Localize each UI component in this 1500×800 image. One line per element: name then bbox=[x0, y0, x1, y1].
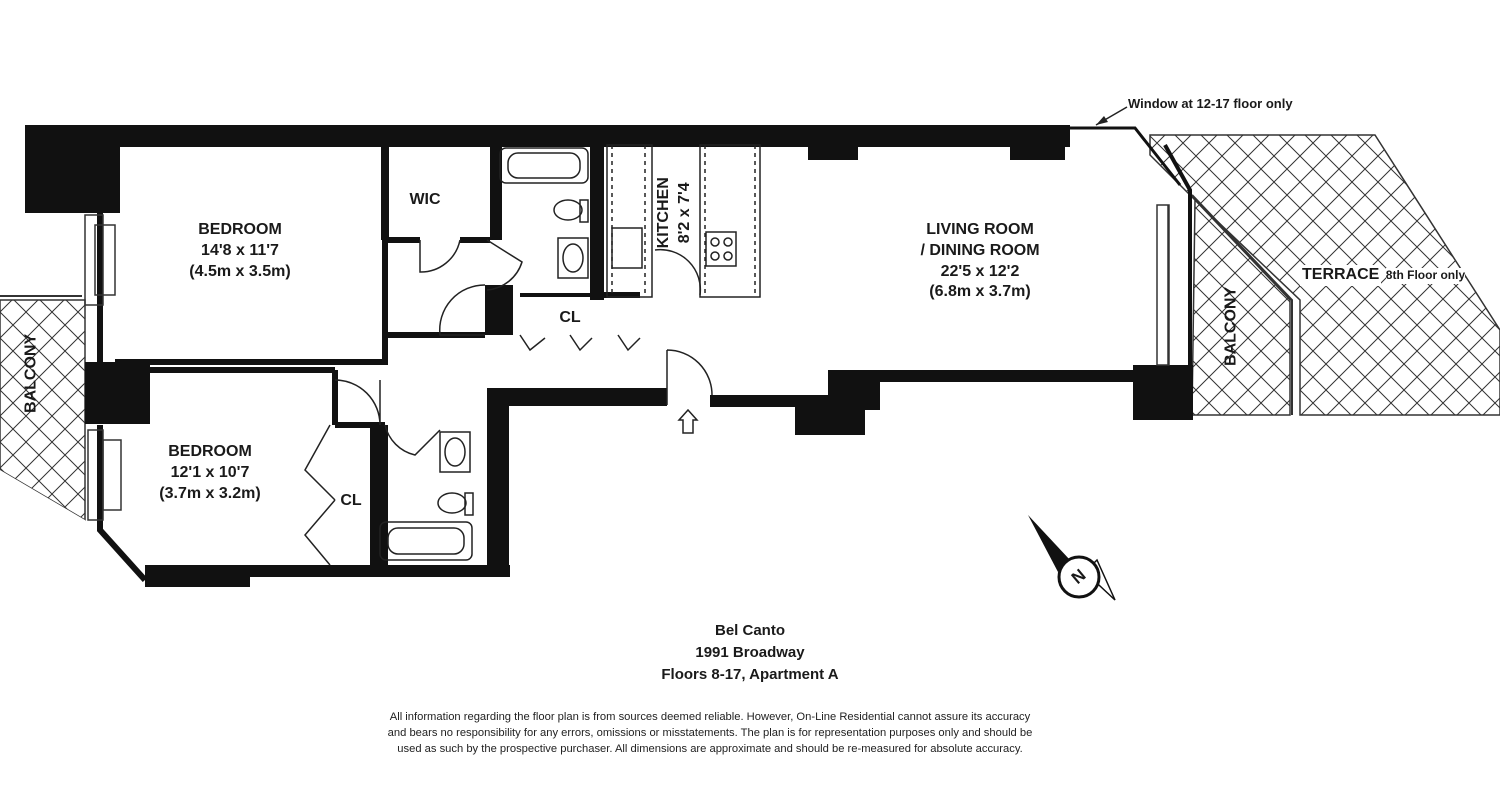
entry-arrow-icon bbox=[677, 408, 699, 434]
compass-icon bbox=[1028, 515, 1116, 601]
disclaimer-line-1: All information regarding the floor plan… bbox=[389, 711, 1031, 723]
interior-walls bbox=[97, 126, 1192, 583]
dining-room-name: / DINING ROOM bbox=[920, 241, 1040, 259]
building-name: Bel Canto bbox=[714, 622, 785, 639]
kitchen-dims-ft: 8'2 x 7'4 bbox=[676, 182, 693, 244]
building-address: 1991 Broadway bbox=[695, 643, 805, 661]
bedroom-1-dims-m: (4.5m x 3.5m) bbox=[189, 262, 291, 280]
balcony-right-area bbox=[1191, 194, 1293, 416]
bedroom-1-name: BEDROOM bbox=[198, 221, 282, 238]
balcony-right-label: BALCONY bbox=[1222, 286, 1240, 366]
bedroom-1-dims-ft: 14'8 x 11'7 bbox=[201, 241, 279, 259]
kitchen-label: KITCHEN 8'2 x 7'4 bbox=[654, 153, 696, 273]
closet-bedroom-label: CL bbox=[340, 492, 362, 509]
bedroom-2-dims-ft: 12'1 x 10'7 bbox=[170, 463, 250, 481]
living-room-dims-ft: 22'5 x 12'2 bbox=[940, 262, 1020, 280]
balcony-left-label: BALCONY bbox=[22, 333, 40, 413]
living-room-dims-m: (6.8m x 3.7m) bbox=[929, 283, 1031, 301]
disclaimer-line-2: and bears no responsibility for any erro… bbox=[387, 727, 1033, 740]
disclaimer: All information regarding the floor plan… bbox=[290, 709, 1130, 758]
bedroom-2-label: BEDROOM 12'1 x 10'7 (3.7m x 3.2m) bbox=[120, 442, 300, 504]
terrace-label: TERRACE 8th Floor only bbox=[1300, 265, 1466, 286]
living-room-name: LIVING ROOM bbox=[926, 221, 1034, 238]
bedroom-1-label: BEDROOM 14'8 x 11'7 (4.5m x 3.5m) bbox=[150, 220, 330, 282]
windows bbox=[84, 204, 1170, 521]
window-note-leader bbox=[1095, 106, 1128, 126]
kitchen-name: KITCHEN bbox=[655, 177, 673, 249]
building-info: Bel Canto 1991 Broadway Floors 8-17, Apa… bbox=[560, 620, 940, 685]
disclaimer-line-3: used as such by the prospective purchase… bbox=[397, 743, 1023, 756]
exterior-walls bbox=[25, 125, 1193, 587]
living-room-label: LIVING ROOM / DINING ROOM 22'5 x 12'2 (6… bbox=[880, 220, 1080, 303]
balcony-left-area bbox=[0, 295, 140, 585]
bedroom-2-name: BEDROOM bbox=[168, 443, 252, 460]
window-note: Window at 12-17 floor only bbox=[1128, 96, 1293, 111]
wic-label: WIC bbox=[409, 191, 441, 208]
building-unit: Floors 8-17, Apartment A bbox=[661, 665, 839, 683]
terrace-note: 8th Floor only bbox=[1385, 268, 1466, 284]
terrace-name: TERRACE bbox=[1300, 265, 1382, 286]
bathroom-fixtures bbox=[379, 147, 589, 561]
door-swings bbox=[304, 239, 713, 566]
kitchen-counters bbox=[606, 144, 761, 298]
bedroom-2-dims-m: (3.7m x 3.2m) bbox=[159, 484, 261, 502]
closet-hall-label: CL bbox=[559, 309, 581, 326]
